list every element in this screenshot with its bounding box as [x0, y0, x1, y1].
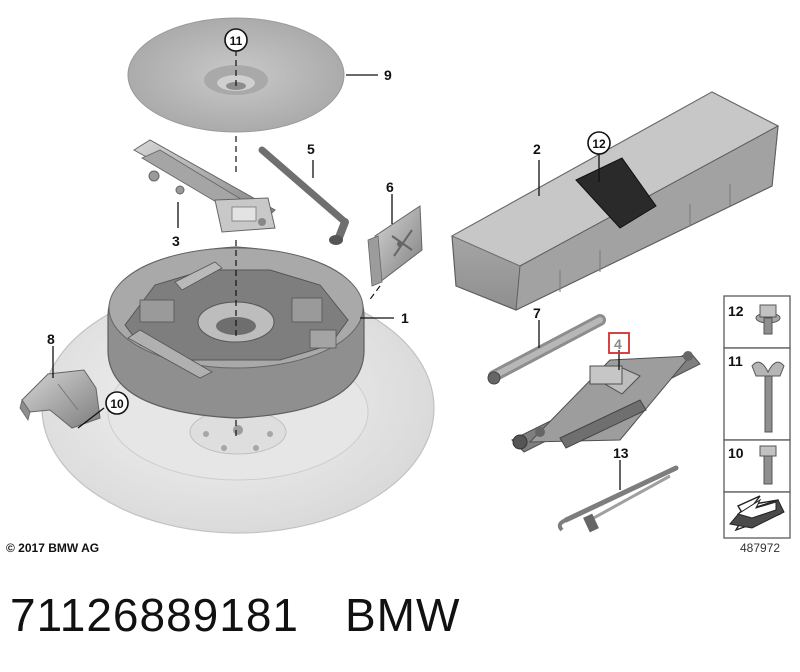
- callout-1: 1: [401, 310, 409, 326]
- diagram-code: 487972: [740, 541, 781, 555]
- callout-2: 2: [533, 141, 541, 157]
- table-label-11: 11: [728, 353, 743, 369]
- bracket: [367, 205, 423, 287]
- small-jack: [133, 139, 276, 233]
- callout-8: 8: [47, 331, 55, 347]
- svg-text:4: 4: [614, 336, 622, 352]
- callout-7: 7: [533, 305, 541, 321]
- tool-box: [450, 91, 780, 311]
- part-number: 71126889181: [10, 589, 299, 641]
- l-wrench: [258, 146, 349, 245]
- callout-3: 3: [172, 233, 180, 249]
- hex-bolt-icon: [759, 445, 777, 485]
- svg-text:12: 12: [592, 137, 606, 151]
- callout-6: 6: [386, 179, 394, 195]
- fastener-table: 12 11 10: [723, 295, 791, 539]
- highlight-box: [608, 332, 630, 354]
- jack-crank: [487, 314, 606, 385]
- wing-bolt-icon: [751, 361, 785, 433]
- callout-5: 5: [307, 141, 315, 157]
- svg-text:10: 10: [110, 397, 124, 411]
- copyright-notice: © 2017 BMW AG: [6, 541, 100, 555]
- callout-10: 10: [105, 391, 129, 415]
- brand-name: BMW: [345, 589, 461, 641]
- flange-bolt-icon: [755, 304, 781, 335]
- table-label-10: 10: [728, 445, 744, 461]
- callout-12: 12: [587, 131, 611, 155]
- hook-tool: [557, 465, 679, 533]
- part-caption: 71126889181 BMW: [10, 588, 460, 642]
- svg-text:11: 11: [230, 34, 243, 48]
- callouts: 9 1 2 3 5 6 7 8 13 4 11 12 10: [47, 28, 630, 461]
- callout-4: 4: [608, 332, 630, 354]
- table-label-12: 12: [728, 303, 744, 319]
- cover-plate: [19, 369, 101, 429]
- scissor-jack: [511, 351, 701, 453]
- callout-13: 13: [613, 445, 629, 461]
- arrow-icon: [729, 495, 785, 532]
- callout-9: 9: [384, 67, 392, 83]
- callout-11: 11: [224, 28, 248, 52]
